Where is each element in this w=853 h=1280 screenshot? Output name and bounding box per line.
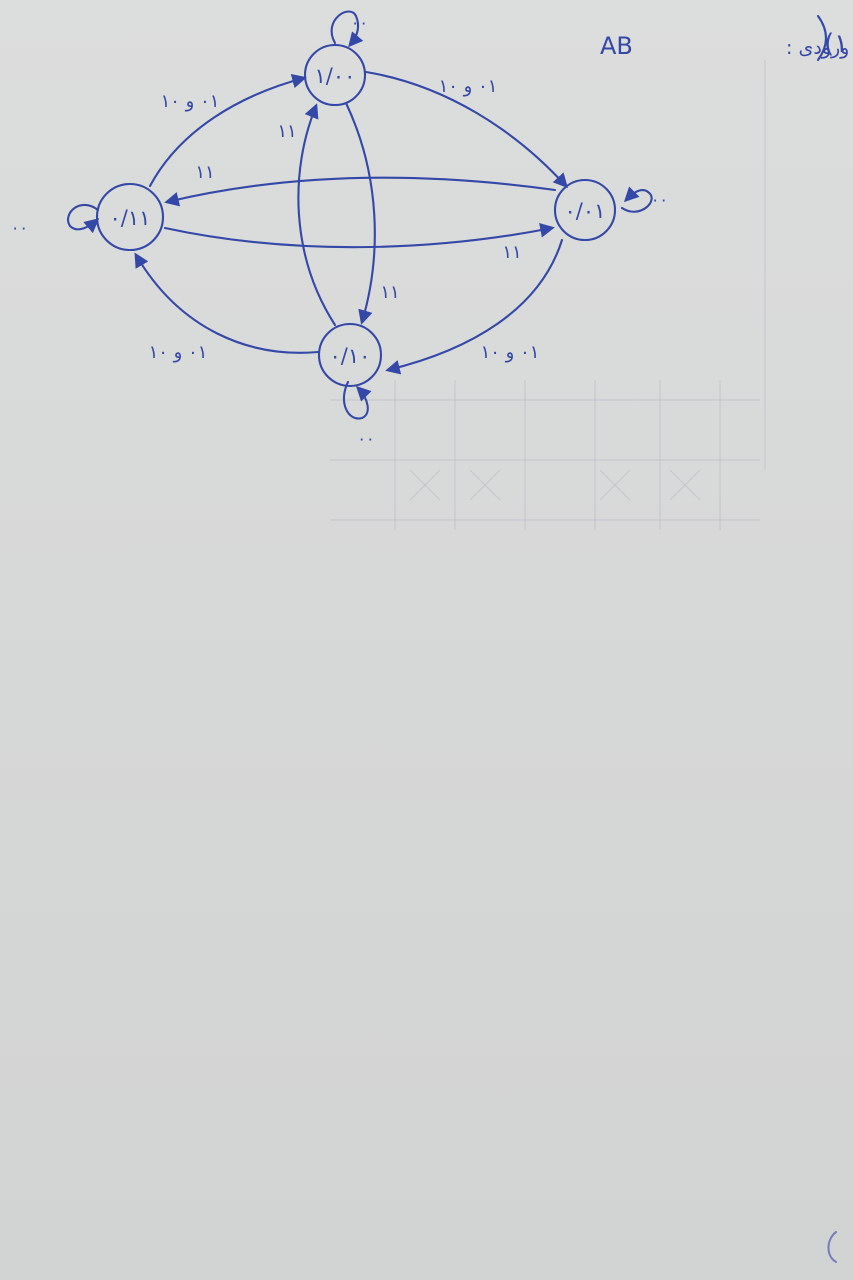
- loop-s11: [67, 203, 100, 234]
- loop-s01: [620, 186, 653, 213]
- format-label: فرمت ورودی :: [786, 37, 853, 59]
- edge-s01-s11: [164, 176, 557, 207]
- transition-edges: [134, 70, 568, 375]
- corner-pen-mark: [827, 1230, 838, 1264]
- edge-s00-s10: [344, 101, 376, 325]
- state-circle: [317, 322, 383, 388]
- show-through-ghost: [330, 60, 766, 530]
- state-circle: [95, 182, 165, 252]
- edge-s10-s00: [297, 103, 337, 327]
- label-s10-s11: ٠١ و ١٠: [149, 342, 208, 363]
- state-nodes: ١/٠٠ ٠/٠١ ٠/١١ ٠/١٠: [95, 43, 617, 388]
- edge-s01-s10: [385, 238, 564, 375]
- problem-number: ١): [824, 29, 848, 59]
- label-s01-s11: ١١: [195, 162, 214, 183]
- label-loop-s00: ٠٠: [351, 13, 368, 32]
- edge-s10-s11: [134, 252, 320, 354]
- state-label: ٠/١٠: [330, 344, 371, 368]
- label-loop-s01: ٠٠: [651, 190, 668, 209]
- state-circle: [553, 178, 617, 242]
- label-loop-s11: ٠٠: [11, 218, 28, 237]
- state-node-s01: ٠/٠١: [553, 178, 617, 242]
- label-s10-s00: ١١: [277, 121, 296, 142]
- edge-s11-s00: [148, 73, 307, 188]
- question-bracket: [816, 14, 828, 62]
- state-label: ٠/٠١: [565, 199, 606, 223]
- loop-s00: [330, 10, 364, 48]
- loop-s10: [342, 380, 372, 420]
- state-node-s00: ١/٠٠: [303, 43, 367, 107]
- label-s00-s01: ٠١ و ١٠: [439, 76, 498, 97]
- edge-s11-s01: [163, 223, 555, 249]
- format-value: AB: [600, 32, 633, 60]
- state-node-s11: ٠/١١: [95, 182, 165, 252]
- edge-s00-s01: [364, 70, 568, 189]
- diagram-header: ١) فرمت ورودی : AB: [600, 14, 853, 62]
- transition-labels: ٠٠ ٠١ و ١٠ ١١ ٠٠ ١١ ٠١ و ١٠ ٠٠ ٠١ و ١٠ ١…: [11, 13, 668, 448]
- state-label: ٠/١١: [110, 206, 151, 230]
- label-loop-s10: ٠٠: [357, 429, 374, 448]
- state-label: ١/٠٠: [315, 64, 356, 88]
- state-node-s10: ٠/١٠: [317, 322, 383, 388]
- state-circle: [303, 43, 367, 107]
- label-s00-s10: ١١: [380, 282, 399, 303]
- label-s11-s01: ١١: [502, 242, 521, 263]
- label-s11-s00: ٠١ و ١٠: [161, 91, 220, 112]
- self-loops: [67, 10, 653, 420]
- label-s01-s10: ٠١ و ١٠: [481, 342, 540, 363]
